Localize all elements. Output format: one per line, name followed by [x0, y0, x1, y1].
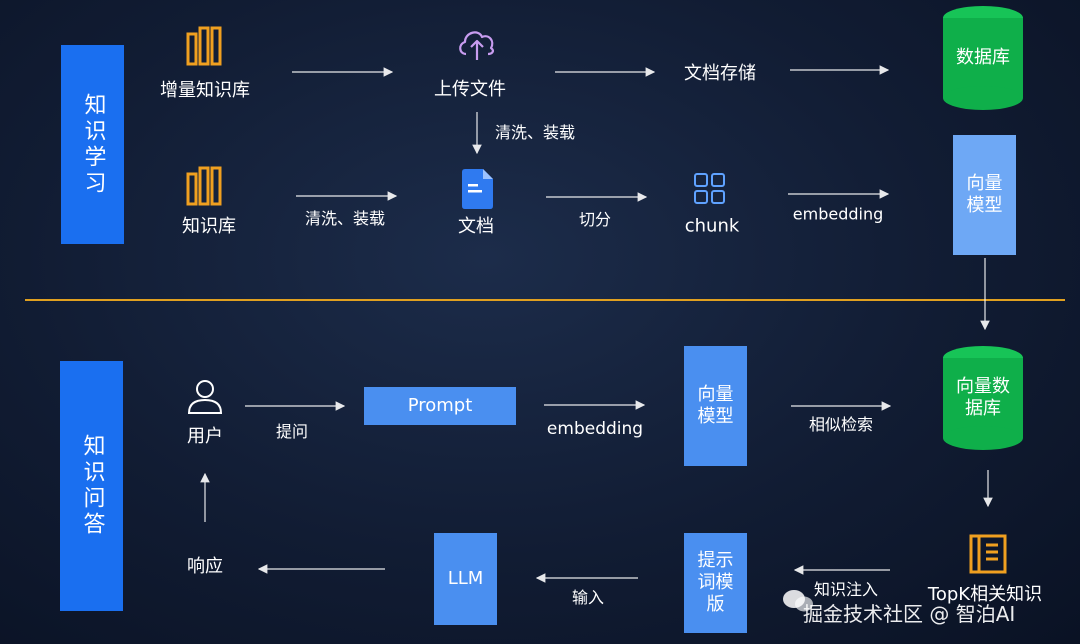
prompt-box: Prompt: [364, 387, 516, 425]
similarity-search-label: 相似检索: [808, 415, 874, 434]
vector-model-box: 向量模型: [953, 135, 1016, 255]
chat-bubble-icon: [783, 590, 813, 612]
cloud-upload-icon: [459, 31, 494, 60]
kb-label: 知识库: [182, 216, 236, 237]
notebook-icon: [969, 534, 1007, 574]
split-label: 切分: [578, 210, 612, 229]
section-label-qa: 知识问答: [60, 361, 123, 611]
section-label-learning: 知识学习: [61, 45, 124, 244]
embedding-label: embedding: [792, 204, 884, 224]
clean-load-label: 清洗、装载: [304, 209, 386, 228]
database-label: 数据库: [956, 47, 1010, 68]
clean-load-vertical-label: 清洗、装载: [494, 123, 576, 142]
knowledge-inject-label: 知识注入: [813, 580, 879, 599]
ask-label: 提问: [275, 422, 309, 441]
books-icon: [186, 26, 222, 66]
doc-storage-label: 文档存储: [684, 63, 756, 84]
response-label: 响应: [187, 556, 223, 577]
chunk-label: chunk: [684, 215, 740, 237]
document-icon: [462, 169, 493, 209]
user-label: 用户: [187, 426, 223, 447]
llm-box: LLM: [434, 533, 497, 625]
prompt-template-box: 提示词模版: [684, 533, 747, 633]
document-label: 文档: [458, 216, 494, 237]
section-divider: [25, 299, 1065, 301]
qa-vector-model-box: 向量模型: [684, 346, 747, 466]
input-label: 输入: [571, 588, 605, 607]
books-icon: [186, 166, 222, 206]
vector-db-label: 向量数据库: [956, 376, 1010, 419]
vector-db-cylinder: 向量数据库: [943, 346, 1023, 450]
topk-label: TopK相关知识: [927, 584, 1043, 605]
qa-embedding-label: embedding: [546, 419, 644, 439]
incremental-kb-label: 增量知识库: [160, 80, 250, 101]
database-cylinder: 数据库: [943, 6, 1023, 110]
upload-file-label: 上传文件: [434, 79, 506, 100]
user-icon: [187, 380, 223, 414]
watermark-text: 掘金技术社区 @ 智泊AI: [803, 602, 1016, 626]
chunk-grid-icon: [694, 173, 725, 204]
